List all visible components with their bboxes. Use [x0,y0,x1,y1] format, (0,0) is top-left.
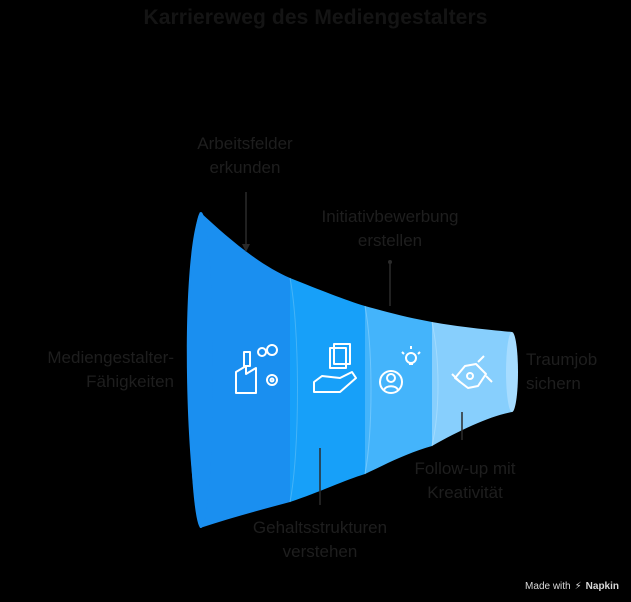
funnel-mouth [189,212,213,528]
diagram-title: Karriereweg des Mediengestalters [143,6,488,29]
factory-gear-icon [235,344,278,394]
stage-label-skills: Mediengestalter- Fähigkeiten [47,348,174,391]
stage-label-salary: Gehaltsstrukturen verstehen [252,518,388,561]
funnel-segment-4 [432,322,512,446]
stage-label-dream-job: Traumjob sichern [526,350,598,393]
handshake-icon [451,355,493,389]
funnel-tip [506,332,518,412]
stage-label-follow-up: Follow-up mit Kreativität [414,459,516,502]
hand-documents-icon [313,343,357,393]
napkin-logo-icon: ⚡ [574,581,582,592]
person-lightbulb-icon [379,346,421,394]
stage-label-work-fields: Arbeitsfelder erkunden [197,134,293,177]
stage-label-application: Initiativbewerbung erstellen [321,207,459,250]
leader-lines [242,192,463,505]
funnel-segment-2 [290,278,365,502]
napkin-credit: Made with ⚡ Napkin [525,581,619,592]
